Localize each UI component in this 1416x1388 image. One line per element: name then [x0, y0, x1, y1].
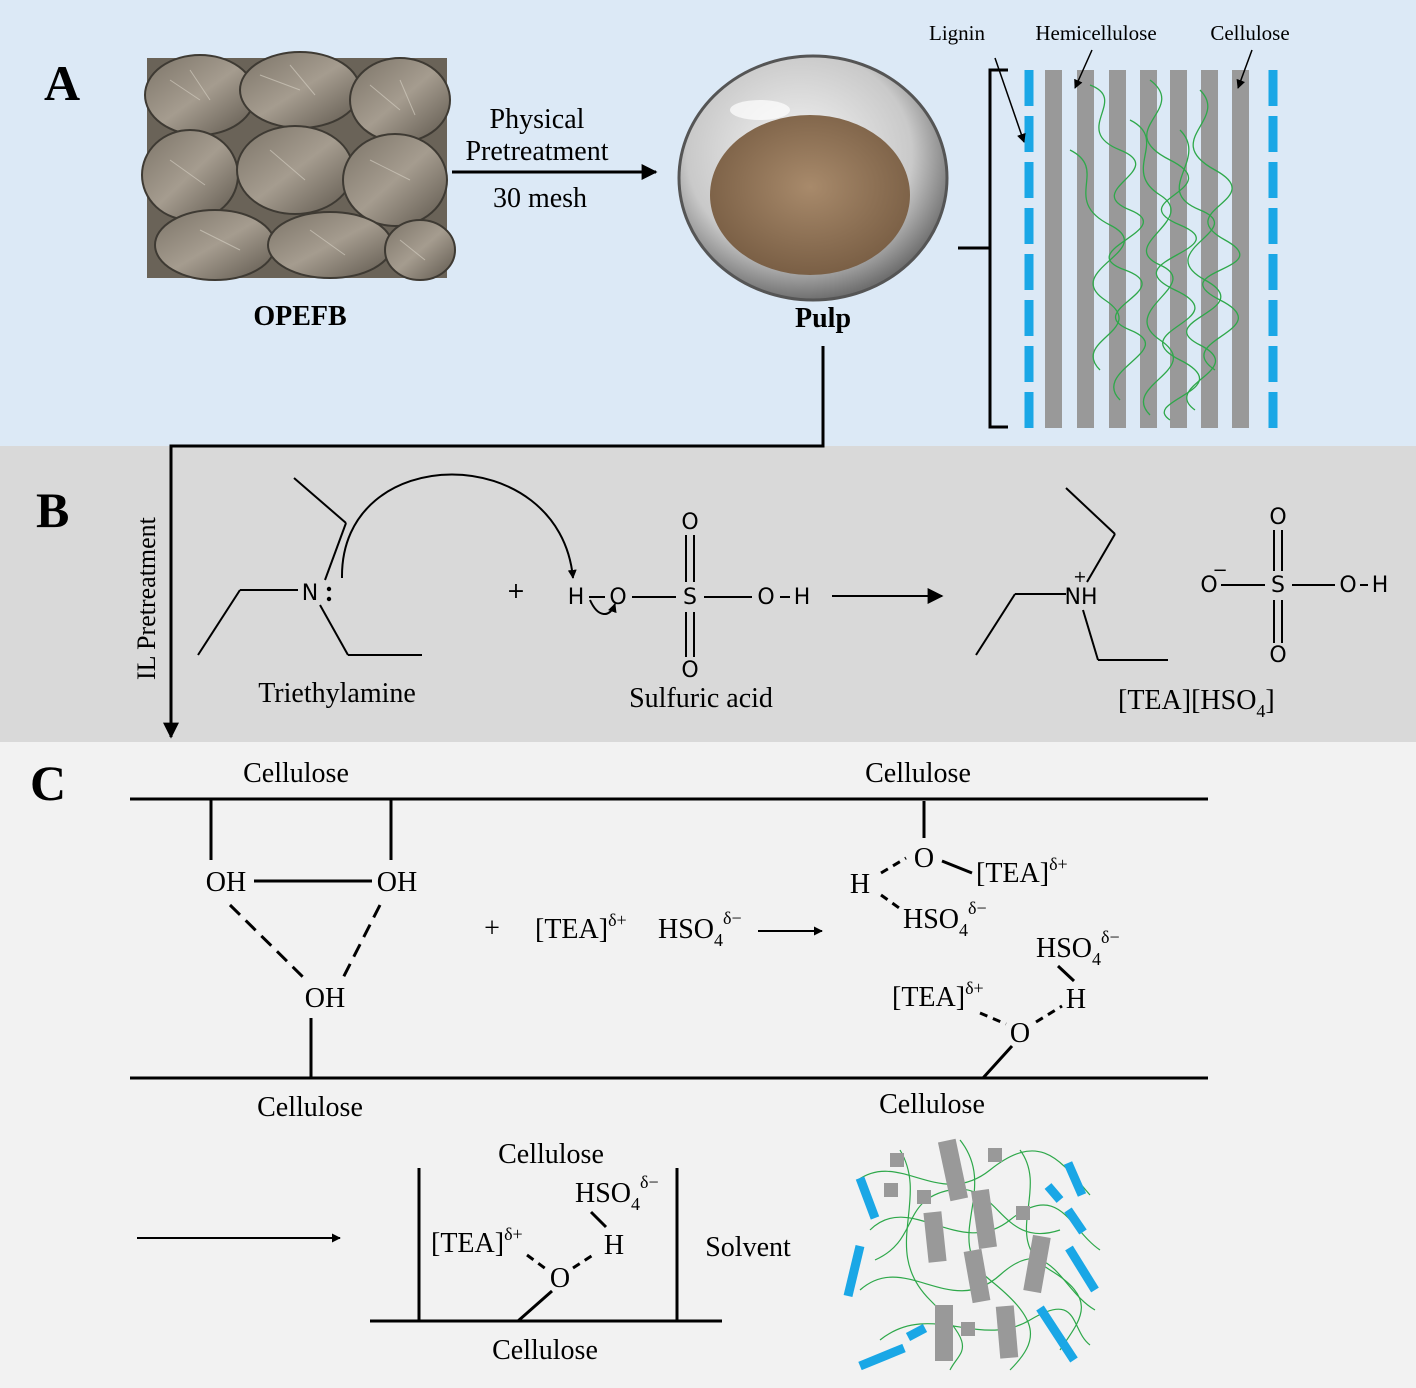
complex-bottom-hso4: HSO4δ− [1036, 927, 1120, 969]
hemicellulose-strand [1146, 79, 1201, 421]
complex-top [880, 801, 973, 912]
lone-pair-dot [326, 586, 332, 592]
disrupted-lignocellulose [843, 1138, 1101, 1371]
plus-sign-b: + [507, 579, 525, 604]
cellulose-pointer [1236, 49, 1253, 89]
cellulose-fiber [1077, 70, 1094, 428]
acid-sulfur: S [683, 585, 697, 610]
acid-o-bottom: O [681, 658, 698, 683]
hemicellulose-strand [1192, 89, 1241, 371]
legend-hemicellulose-label: Hemicellulose [1035, 21, 1156, 45]
sulfuric-acid-label: Sulfuric acid [629, 683, 773, 714]
bisulfate-sulfur: S [1271, 573, 1285, 598]
hydroxyl-right: OH [377, 867, 417, 898]
bisulfate-o-top: O [1269, 505, 1286, 530]
panel-b-background [0, 446, 1416, 742]
lignin-pointer [994, 57, 1026, 143]
dissolved-hso4: HSO4δ− [575, 1172, 659, 1214]
acid-h-right: H [794, 585, 811, 610]
triethylamine-label: Triethylamine [258, 678, 416, 709]
ammonium-charge: + [1073, 567, 1086, 586]
complex-bottom [979, 964, 1076, 1080]
lignocellulose-schematic [958, 49, 1278, 429]
cellulose-fiber [1109, 70, 1126, 428]
pulp-label: Pulp [795, 303, 851, 334]
tea-cation-structure [975, 487, 1168, 661]
nitrogen-atom: N [302, 581, 318, 606]
complex-bottom-o: O [1010, 1018, 1030, 1049]
pulp-photo [677, 54, 949, 302]
dissolved-o: O [550, 1263, 570, 1294]
hemicellulose-strand [1178, 129, 1222, 411]
opefb-label: OPEFB [253, 301, 346, 332]
hydroxyl-left: OH [206, 867, 246, 898]
bisulfate-o-bottom: O [1269, 643, 1286, 668]
dissolved-tea: [TEA]δ+ [431, 1224, 523, 1259]
acid-o-right: O [757, 585, 774, 610]
hemicellulose-strand [1089, 84, 1147, 401]
mesh-label: 30 mesh [493, 183, 587, 214]
hemicellulose-strand [1069, 149, 1126, 371]
triethylamine-structure [197, 477, 422, 656]
cellulose-fiber [1170, 70, 1187, 428]
legend-cellulose-label: Cellulose [1210, 21, 1289, 45]
electron-arrow [340, 473, 577, 579]
cellulose-fiber [1232, 70, 1249, 428]
legend-lignin-label: Lignin [929, 21, 985, 45]
sulfuric-acid-bonds [589, 535, 790, 657]
plus-sign-c: + [484, 913, 500, 944]
il-pretreatment-label: IL Pretreatment [132, 516, 161, 680]
acid-o-top: O [681, 510, 698, 535]
cellulose-fiber [1140, 70, 1157, 428]
dissolved-complex-frame [370, 1168, 722, 1323]
complex-top-hso4: HSO4δ− [903, 898, 987, 940]
bisulfate-o-right: O [1339, 573, 1356, 598]
bond-break-arrow [589, 599, 617, 615]
panel-c-label: C [30, 755, 66, 811]
cellulose-label-top-right: Cellulose [865, 758, 971, 789]
cellulose-label-top-left: Cellulose [243, 758, 349, 789]
cellulose-label-bottom-right: Cellulose [879, 1089, 985, 1120]
hso4-reactant-label: HSO4δ− [658, 908, 742, 950]
pretreatment-label: Pretreatment [465, 136, 608, 167]
solvent-label: Solvent [705, 1232, 791, 1263]
acid-o-left: O [609, 585, 626, 610]
dissolved-cellulose-top: Cellulose [498, 1139, 604, 1170]
opefb-photo [141, 51, 456, 281]
hydrogen-bond-network [209, 799, 393, 1078]
physical-label: Physical [490, 104, 585, 135]
complex-top-tea: [TEA]δ+ [976, 854, 1068, 889]
panel-b-label: B [36, 482, 69, 538]
il-pretreatment-connector [163, 346, 825, 739]
bisulfate-h: H [1372, 573, 1389, 598]
dissolved-h: H [604, 1230, 624, 1261]
bisulfate-o-left: O [1200, 573, 1217, 598]
complex-bottom-tea: [TEA]δ+ [892, 978, 984, 1013]
hemicellulose-strand [1129, 119, 1175, 416]
ionic-liquid-label: [TEA][HSO4] [1118, 685, 1275, 721]
panel-c-background [0, 742, 1416, 1388]
bisulfate-bonds [1221, 530, 1368, 643]
ammonium-nh: NH [1065, 585, 1098, 610]
bisulfate-charge: − [1212, 560, 1227, 581]
cellulose-fiber [1201, 70, 1218, 428]
acid-h-left: H [568, 585, 585, 610]
cellulose-fiber [1045, 70, 1062, 428]
hydroxyl-bottom: OH [305, 983, 345, 1014]
complex-bottom-h: H [1066, 984, 1086, 1015]
hemicellulose-pointer [1074, 49, 1093, 89]
dissolved-cellulose-bottom: Cellulose [492, 1335, 598, 1366]
cellulose-label-bottom-left: Cellulose [257, 1092, 363, 1123]
complex-top-o: O [914, 843, 934, 874]
panel-a-label: A [44, 55, 80, 111]
lone-pair-dot [326, 596, 332, 602]
complex-top-h: H [850, 869, 870, 900]
tea-reactant-label: [TEA]δ+ [535, 910, 627, 945]
